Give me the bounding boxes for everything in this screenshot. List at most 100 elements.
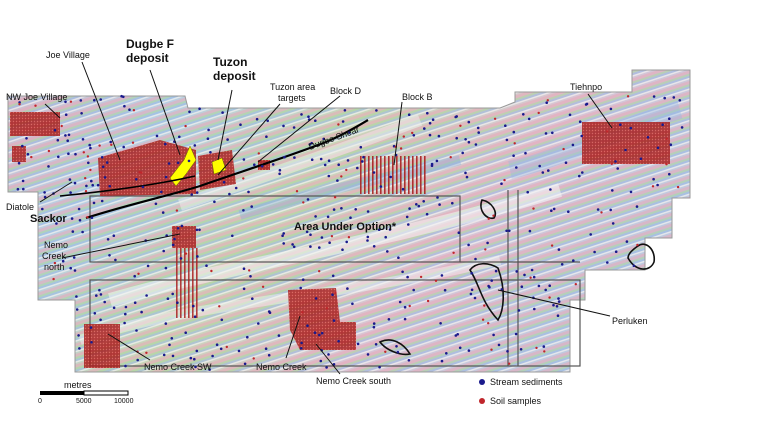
stream-sediment-point [93,312,97,315]
stream-sediment-point [314,215,317,218]
stream-sediment-point [66,139,69,142]
stream-sediment-point [361,160,364,163]
stream-sediment-point [90,341,93,344]
soil-sample-point [52,277,55,281]
stream-sediment-point [672,96,676,99]
stream-sediment-point [669,143,673,146]
soil-sample-point [503,178,506,182]
secondary-shear-line [59,175,196,197]
stream-sediment-point [99,318,102,322]
stream-sediment-point [114,258,117,262]
stream-sediment-point [403,305,407,309]
stream-sediment-point [497,343,501,347]
soil-sample-point [140,171,143,174]
soil-sample-point [402,135,405,138]
stream-sediment-point [332,208,336,211]
stream-sediment-point [458,346,462,350]
stream-sediment-point [161,211,165,214]
stream-sediment-point [593,250,596,254]
stream-sediment-point [572,259,575,262]
stream-sediment-point [514,332,518,336]
stream-sediment-point [209,151,212,154]
stream-sediment-point [70,217,74,220]
soil-sample-areas [10,112,670,368]
stream-sediment-point [366,235,370,239]
stream-sediment-point [544,288,547,292]
stream-sediment-point [243,362,247,366]
stream-sediment-point [467,140,471,144]
stream-sediment-point [72,256,76,259]
stream-sediment-point [474,257,477,261]
stream-sediment-point [374,343,378,346]
stream-sediment-point [408,207,411,210]
stream-sediment-point [500,182,503,185]
stream-sediment-point [515,270,518,273]
stream-sediment-point [567,210,570,213]
stream-sediment-point [171,292,174,296]
stream-sediment-point [412,134,416,137]
scale-bar: metres 0 5000 10000 [38,380,134,405]
stream-sediment-point [266,119,270,123]
stream-sediment-point [267,353,271,357]
stream-sediment-point [343,109,347,112]
stream-sediment-point [64,100,67,104]
stream-sediment-point [242,209,245,212]
soil-sample-point [295,190,299,193]
stream-sediment-point [398,300,402,304]
stream-sediment-point [180,224,184,228]
stream-sediment-point [222,180,226,184]
stream-sediment-point [195,228,199,232]
stream-sediment-point [307,115,310,118]
soil-sample-point [301,311,304,314]
stream-sediment-point [476,126,480,130]
legend-stream-label: Stream sediments [490,377,563,387]
stream-sediment-point [625,240,629,243]
stream-sediment-point [487,284,490,288]
soil-sample-point [112,332,116,335]
soil-sample-point [606,130,609,133]
stream-sediment-point [609,107,613,111]
stream-sediment-point [656,146,660,150]
stream-sediment-point [435,159,439,163]
stream-sediment-point [242,287,246,291]
stream-sediment-point [89,146,92,150]
stream-sediment-point [320,236,324,239]
soil-sample-point [175,209,179,212]
stream-sediment-point [520,285,524,289]
soil-sample-point [257,152,260,155]
stream-sediment-point [412,288,416,292]
stream-sediment-point [443,288,447,292]
stream-sediment-point [100,156,104,159]
stream-sediment-point [395,345,398,348]
stream-sediment-point [401,187,405,191]
stream-sediment-point [198,228,201,232]
label-perluken: Perluken [612,316,648,326]
stream-sediment-point [74,152,77,156]
stream-sediment-point [108,184,111,188]
scale-bar-title: metres [64,380,92,390]
stream-sediment-point [336,179,339,182]
soil-sample-point [600,211,603,214]
soil-sample-point [18,103,21,106]
stream-sediment-point [140,310,143,314]
stream-sediment-point [109,140,112,144]
soil-sample-point [399,147,403,150]
stream-sediment-point [73,269,77,272]
legend-stream-marker [479,379,485,385]
stream-sediment-point [530,268,534,272]
stream-sediment-point [171,243,175,247]
stream-sediment-point [403,317,407,321]
stream-sediment-point [178,135,181,139]
soil-sample-point [487,322,490,325]
label-nw-joe-village: NW Joe Village [6,92,67,102]
stream-sediment-point [425,212,429,216]
stream-sediment-point [281,234,284,237]
stream-sediment-point [133,301,137,305]
stream-sediment-point [171,354,175,358]
stream-sediment-points [16,94,684,371]
stream-sediment-point [372,325,376,329]
soil-sample-point [225,345,228,349]
stream-sediment-point [98,288,101,292]
stream-sediment-point [103,176,107,179]
label-area-under-option: Area Under Option* [294,221,397,233]
